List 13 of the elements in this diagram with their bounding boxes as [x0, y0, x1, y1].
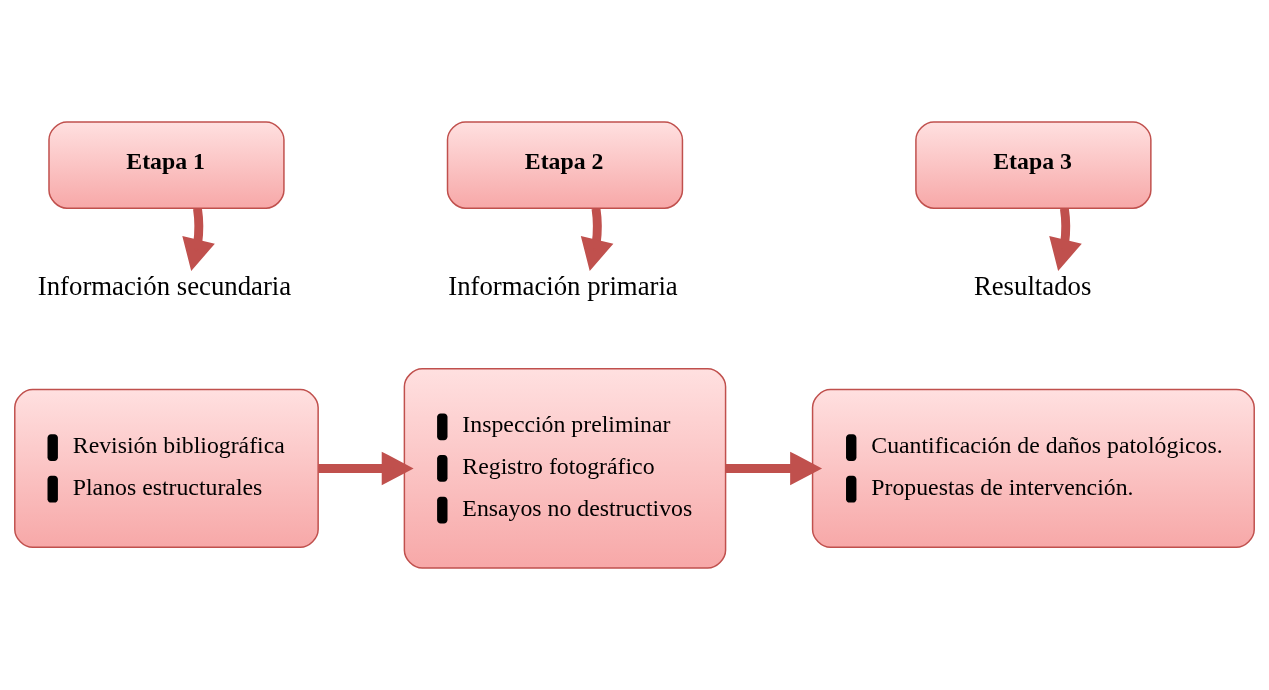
node-box: Cuantificación de daños patológicos. Propuestas de intervención.: [811, 388, 1255, 548]
arrow: [1049, 208, 1082, 271]
node-box: Etapa 2: [446, 121, 684, 209]
node-box: Revisión bibliográfica Planos estructurales: [14, 388, 319, 548]
node-text: Información secundaria: [37, 271, 292, 302]
node-box: Etapa 1: [48, 121, 285, 209]
node-text: Información primaria: [448, 271, 678, 302]
arrow: [318, 451, 414, 486]
arrow: [726, 451, 823, 486]
node-box: Etapa 3: [915, 121, 1152, 209]
node-text: Resultados: [973, 271, 1092, 302]
arrow: [580, 208, 614, 271]
node-box: Inspección preliminar Registro fotográfico Ensayos no destructivos: [403, 368, 727, 569]
